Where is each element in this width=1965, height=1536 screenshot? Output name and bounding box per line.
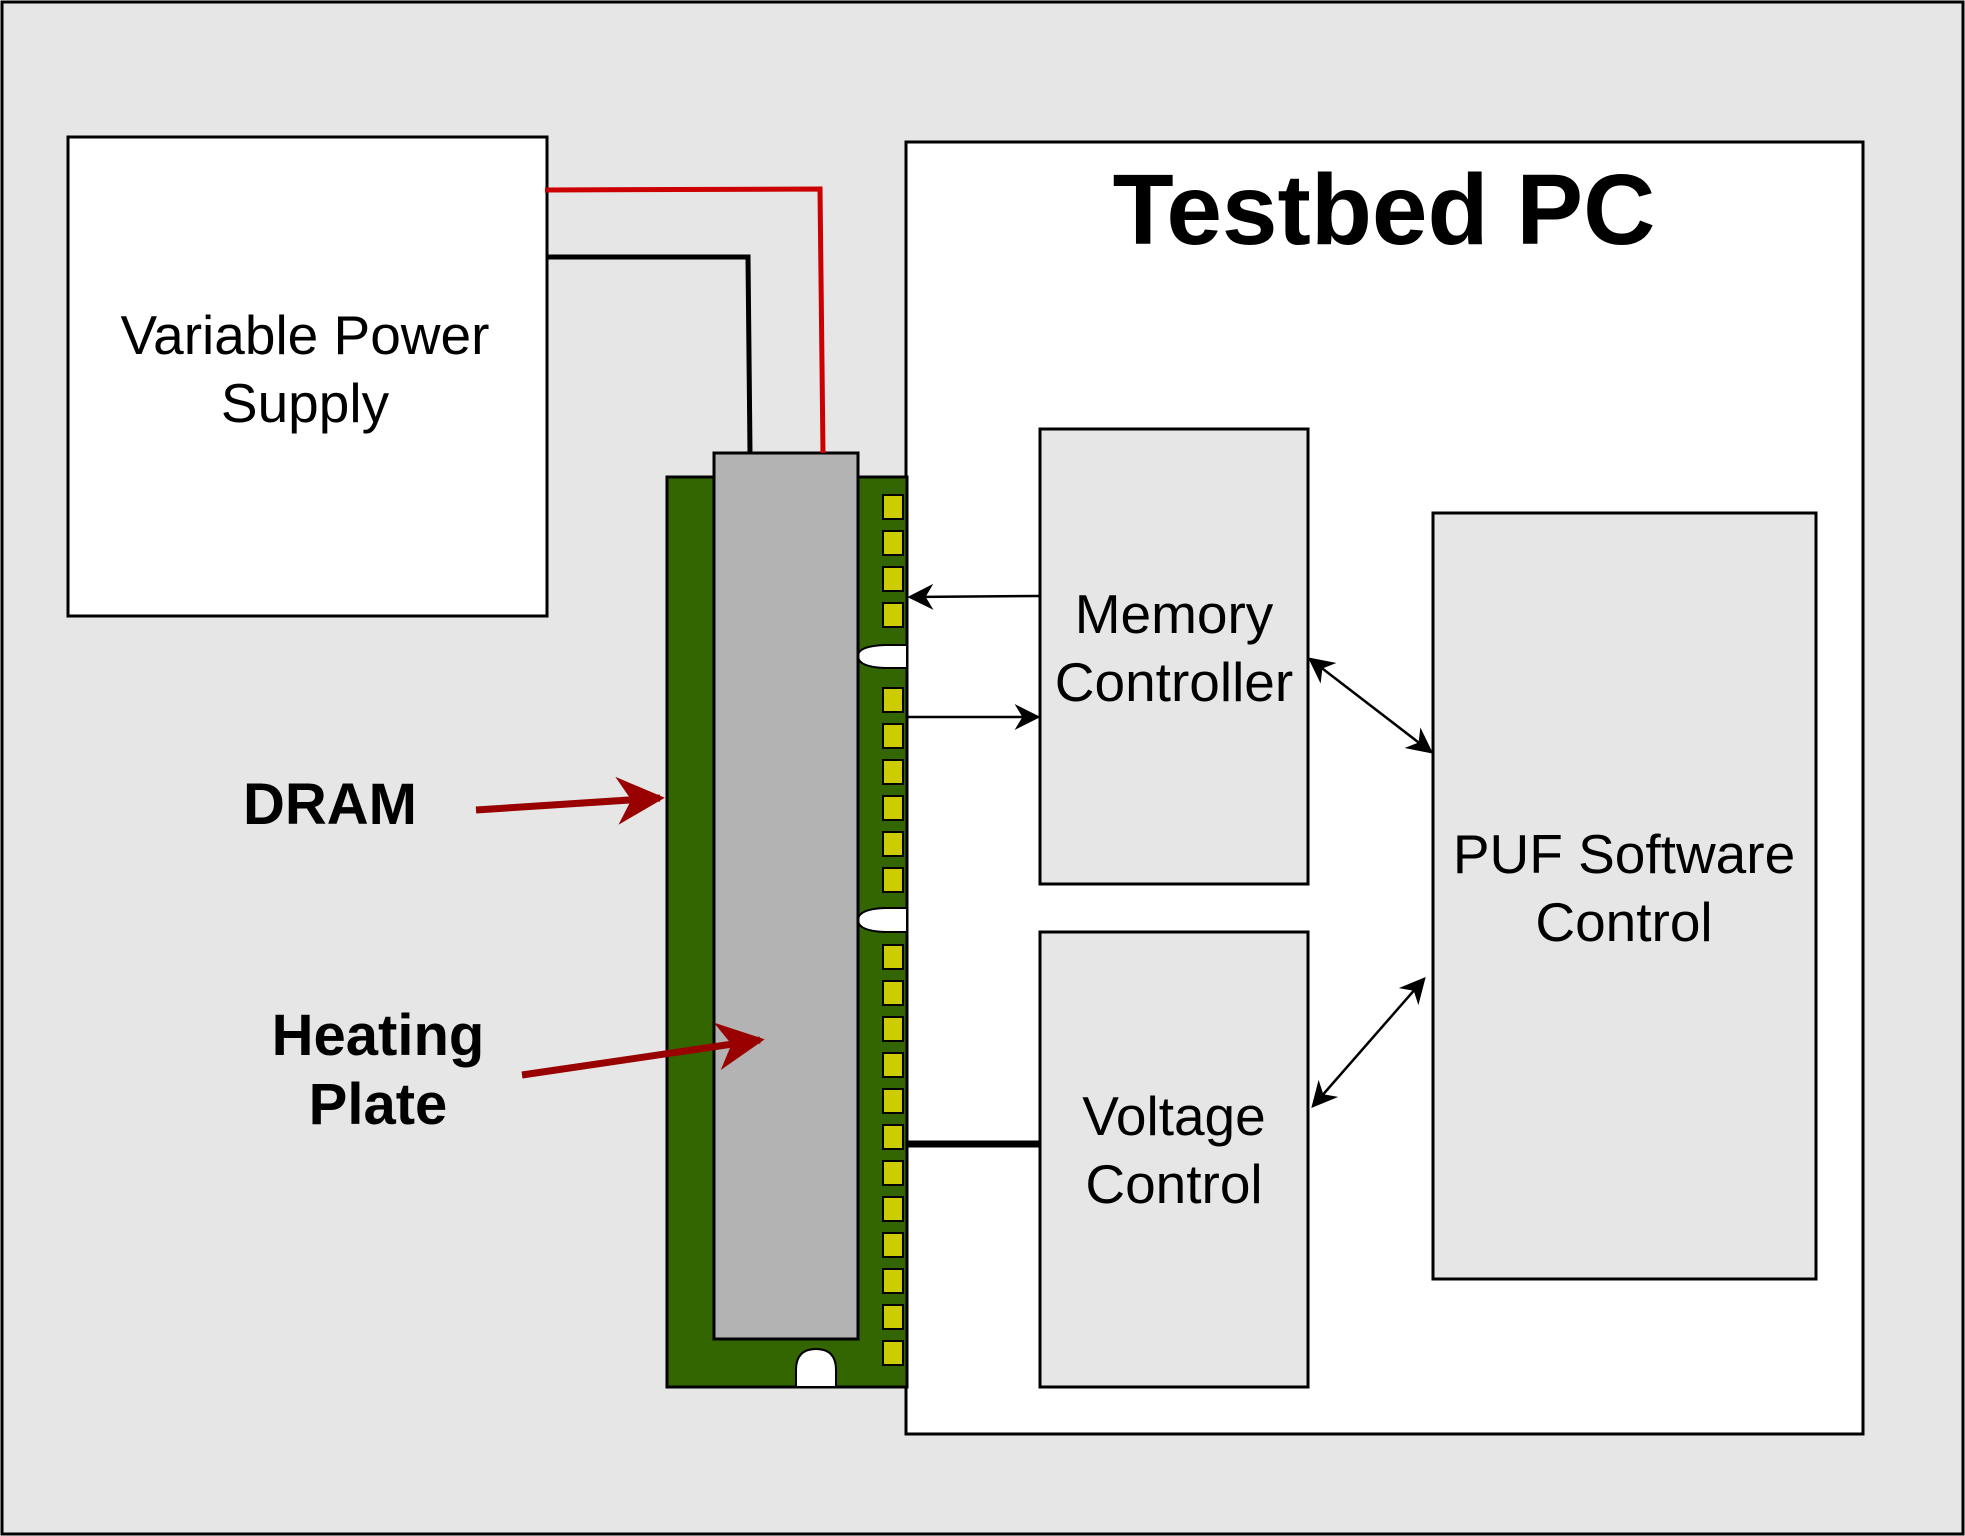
power-wire-black xyxy=(547,254,753,454)
dram-notch-bottom xyxy=(795,1347,837,1388)
dram-contact-pad xyxy=(882,795,904,821)
dram-notch-lower xyxy=(856,907,908,933)
dram-contact-pad xyxy=(882,759,904,785)
dram-contact-pad xyxy=(882,1088,904,1114)
dram-label: DRAM xyxy=(243,772,417,837)
dram-contact-pad xyxy=(882,1268,904,1294)
dram-contact-pad xyxy=(882,831,904,857)
dram-contact-pad xyxy=(882,723,904,749)
heating-plate-label-line1: Heating xyxy=(272,1003,485,1068)
dram-contact-pins xyxy=(882,494,904,1366)
heating-plate-label-line2: Plate xyxy=(309,1072,448,1137)
dram-contact-pad xyxy=(882,566,904,592)
power-wire-red xyxy=(544,186,826,454)
dram-contact-pad xyxy=(882,1196,904,1222)
heating-plate-pointer-arrow xyxy=(521,1022,765,1079)
dram-contact-pad xyxy=(882,530,904,556)
arrow-memory-puf xyxy=(1307,657,1434,754)
arrow-voltage-puf xyxy=(1311,977,1426,1108)
dram-contact-pad xyxy=(882,867,904,893)
dram-contact-pad xyxy=(882,1232,904,1258)
heating-plate xyxy=(712,451,860,1341)
dram-notch-upper xyxy=(856,644,908,669)
memory-controller-label-line2: Controller xyxy=(1055,651,1293,713)
power-supply-block: Variable Power Supply xyxy=(66,135,549,618)
dram-contact-pad xyxy=(882,1340,904,1366)
dram-contact-pad xyxy=(882,602,904,628)
voltage-control-label-line2: Control xyxy=(1085,1153,1262,1215)
dram-contact-pad xyxy=(882,1124,904,1150)
power-supply-label-line2: Supply xyxy=(221,372,390,434)
dram-contact-pad xyxy=(882,980,904,1006)
puf-control-label-line2: Control xyxy=(1535,891,1712,953)
dram-contact-pad xyxy=(882,494,904,520)
arrow-controller-to-dram xyxy=(907,583,1041,610)
dram-contact-pad xyxy=(882,944,904,970)
dram-contact-pad xyxy=(882,1052,904,1078)
testbed-pc-title: Testbed PC xyxy=(1113,154,1656,266)
dram-contact-pad xyxy=(882,687,904,713)
puf-software-control-block: PUF Software Control xyxy=(1431,511,1818,1281)
dram-pointer-arrow xyxy=(475,776,665,825)
puf-control-label-line1: PUF Software xyxy=(1453,823,1795,885)
dram-contact-pad xyxy=(882,1304,904,1330)
dram-contact-pad xyxy=(882,1016,904,1042)
memory-controller-label-line1: Memory xyxy=(1075,583,1274,645)
dram-contact-pad xyxy=(882,1160,904,1186)
power-supply-label-line1: Variable Power xyxy=(121,304,490,366)
voltage-control-block: Voltage Control xyxy=(1038,930,1310,1389)
memory-controller-block: Memory Controller xyxy=(1038,427,1310,886)
voltage-control-label-line1: Voltage xyxy=(1082,1085,1266,1147)
